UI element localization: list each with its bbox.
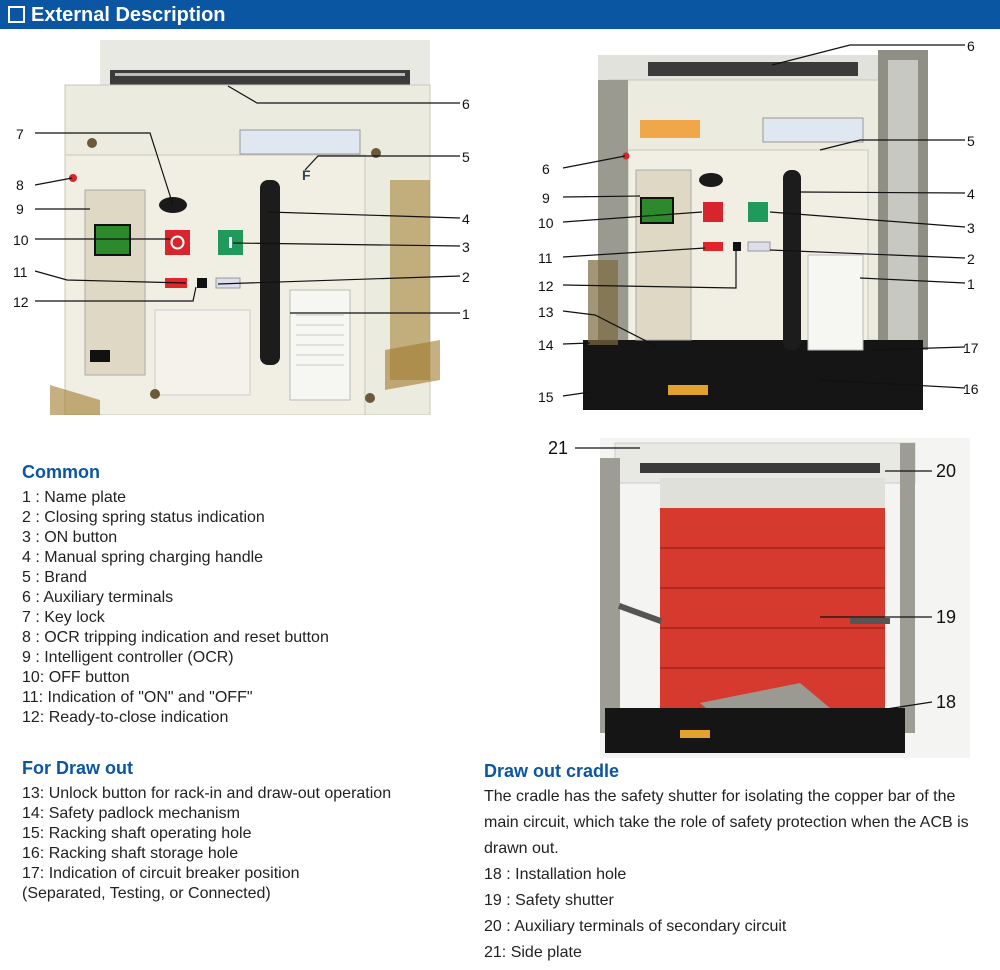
list-item: 12: Ready-to-close indication xyxy=(22,709,229,726)
callout-5-drawout: 5 xyxy=(967,133,975,149)
list-item: 15: Racking shaft operating hole xyxy=(22,825,252,842)
callout-5-front: 5 xyxy=(462,149,470,165)
drawout-list: 13: Unlock button for rack-in and draw-o… xyxy=(22,784,391,904)
section-header: External Description xyxy=(0,0,1000,29)
cradle-title: Draw out cradle xyxy=(484,761,620,781)
list-item: 6 : Auxiliary terminals xyxy=(22,589,174,606)
list-item: 4 : Manual spring charging handle xyxy=(22,549,264,566)
callout-11-front: 11 xyxy=(13,264,28,280)
list-item: 1 : Name plate xyxy=(22,489,127,506)
callout-9-drawout: 9 xyxy=(542,190,550,206)
callout-10-front: 10 xyxy=(13,232,29,248)
callout-15-drawout: 15 xyxy=(538,389,554,405)
list-item: 8 : OCR tripping indication and reset bu… xyxy=(22,629,329,646)
cradle-photo xyxy=(600,438,970,758)
callout-6-front: 6 xyxy=(462,96,470,112)
callout-7-front: 7 xyxy=(16,126,24,142)
list-item: 3 : ON button xyxy=(22,529,118,546)
common-list: 1 : Name plate 2 : Closing spring status… xyxy=(22,488,329,728)
section-title: External Description xyxy=(31,4,226,26)
drawout-title: For Draw out xyxy=(22,758,133,778)
acb-drawout-photo xyxy=(583,50,928,410)
list-item: 5 : Brand xyxy=(22,569,87,586)
cradle-list: 18 : Installation hole 19 : Safety shutt… xyxy=(484,862,786,966)
svg-text:F: F xyxy=(302,167,311,183)
list-item: 13: Unlock button for rack-in and draw-o… xyxy=(22,785,392,802)
callout-11-drawout: 11 xyxy=(538,250,553,266)
callout-8-front: 8 xyxy=(16,177,24,193)
callout-14-drawout: 14 xyxy=(538,337,554,353)
callout-10-drawout: 10 xyxy=(538,215,554,231)
callout-4-front: 4 xyxy=(462,211,470,227)
list-item: 10: OFF button xyxy=(22,669,130,686)
list-item: 7 : Key lock xyxy=(22,609,105,626)
common-title: Common xyxy=(22,462,100,482)
callout-6-drawout: 6 xyxy=(967,38,975,54)
list-item: 18 : Installation hole xyxy=(484,866,627,883)
callout-12-drawout: 12 xyxy=(538,278,554,294)
callout-17-drawout: 17 xyxy=(963,340,979,356)
list-item: 14: Safety padlock mechanism xyxy=(22,805,240,822)
callout-8-drawout: 6 xyxy=(542,161,550,177)
callout-12-front: 12 xyxy=(13,294,29,310)
callout-3-front: 3 xyxy=(462,239,470,255)
callout-1-drawout: 1 xyxy=(967,276,975,292)
callout-20-cradle: 20 xyxy=(936,461,957,481)
callout-1-front: 1 xyxy=(462,306,470,322)
list-item: 2 : Closing spring status indication xyxy=(22,509,265,526)
callout-13-drawout: 13 xyxy=(538,304,554,320)
list-item: 20 : Auxiliary terminals of secondary ci… xyxy=(484,918,787,935)
callout-19-cradle: 19 xyxy=(936,607,957,627)
list-item: 16: Racking shaft storage hole xyxy=(22,845,239,862)
callout-2-front: 2 xyxy=(462,269,470,285)
list-item: 9 : Intelligent controller (OCR) xyxy=(22,649,234,666)
callout-21-cradle: 21 xyxy=(548,438,569,458)
callout-2-drawout: 2 xyxy=(967,251,975,267)
checkbox-icon xyxy=(8,6,25,23)
list-item: 19 : Safety shutter xyxy=(484,892,614,909)
list-item: (Separated, Testing, or Connected) xyxy=(22,885,271,902)
cradle-description: The cradle has the safety shutter for is… xyxy=(484,788,969,857)
callout-9-front: 9 xyxy=(16,201,24,217)
list-item: 21: Side plate xyxy=(484,944,582,961)
callout-16-drawout: 16 xyxy=(963,381,979,397)
acb-front-photo: F xyxy=(50,40,440,415)
callout-4-drawout: 4 xyxy=(967,186,975,202)
list-item: 17: Indication of circuit breaker positi… xyxy=(22,865,300,882)
callout-3-drawout: 3 xyxy=(967,220,975,236)
list-item: 11: Indication of "ON" and "OFF" xyxy=(22,689,253,706)
callout-18-cradle: 18 xyxy=(936,692,957,712)
